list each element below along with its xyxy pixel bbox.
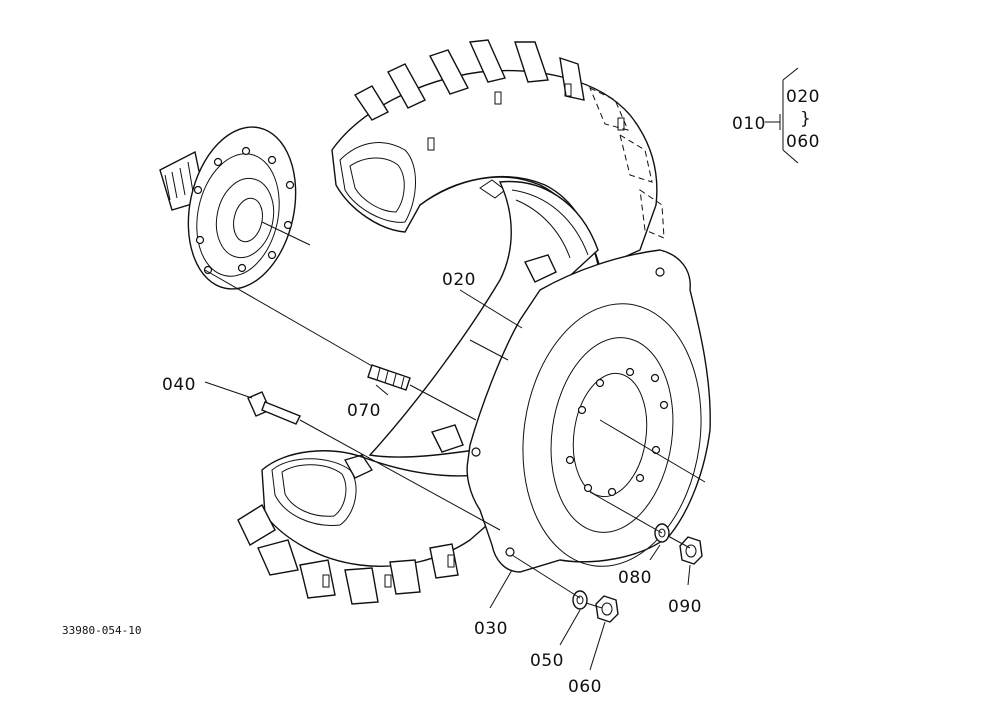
label-070: 070	[347, 401, 381, 421]
washer-050	[572, 590, 588, 610]
tire-lower	[237, 450, 511, 605]
stud-070	[367, 364, 411, 391]
leader-lines	[204, 67, 799, 671]
label-020: 020	[442, 270, 476, 290]
hub-flange	[159, 126, 297, 290]
bolt-040	[247, 391, 301, 425]
assembly-lines	[204, 221, 706, 609]
label-050: 050	[530, 651, 564, 671]
wheel-disc	[466, 249, 711, 573]
label-060: 060	[568, 677, 602, 697]
label-090: 090	[668, 597, 702, 617]
label-060-range: 060	[786, 132, 820, 152]
drawing-code: 33980-054-10	[62, 624, 141, 637]
label-020-range: 020	[786, 87, 820, 107]
range-symbol: }	[800, 109, 811, 129]
label-080: 080	[618, 568, 652, 588]
label-040: 040	[162, 375, 196, 395]
label-030: 030	[474, 619, 508, 639]
nut-060	[595, 595, 619, 623]
rim-band	[368, 180, 599, 458]
nut-090	[679, 536, 703, 565]
tire-upper	[331, 39, 665, 269]
label-010: 010	[732, 114, 766, 134]
